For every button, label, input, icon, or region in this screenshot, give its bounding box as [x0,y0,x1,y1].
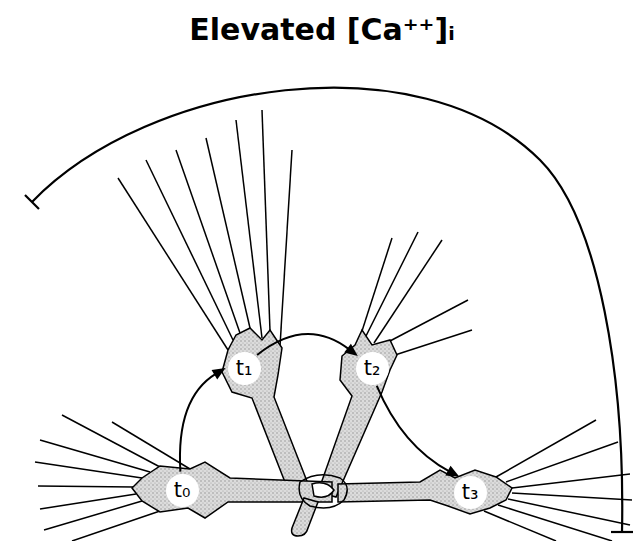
arrowhead [344,344,358,356]
turn-arrow [180,368,226,472]
time-label-circle: t₃ [454,476,487,509]
time-label: t₂ [364,358,381,379]
turn-arrow-line [257,334,349,355]
range-arc [25,88,633,532]
time-label-circle: t₀ [166,474,199,507]
turn-arrow [257,334,358,356]
turn-arrow [377,386,460,477]
time-label-circle: t₂ [356,352,389,385]
time-label-circle: t₁ [228,352,261,385]
growth-cone [118,110,312,500]
time-label: t₃ [462,482,479,503]
time-label: t₀ [174,480,191,501]
growth-cone [35,415,332,541]
turn-arrow-line [377,386,450,472]
axon-crossing [292,475,348,536]
time-label: t₁ [236,358,253,379]
growth-cone [338,420,632,541]
arrowhead [212,368,226,379]
growth-cone [318,232,472,497]
title: Elevated [Ca⁺⁺]ᵢ [0,12,644,47]
arrowhead [445,466,459,477]
turn-arrow-line [180,374,216,472]
